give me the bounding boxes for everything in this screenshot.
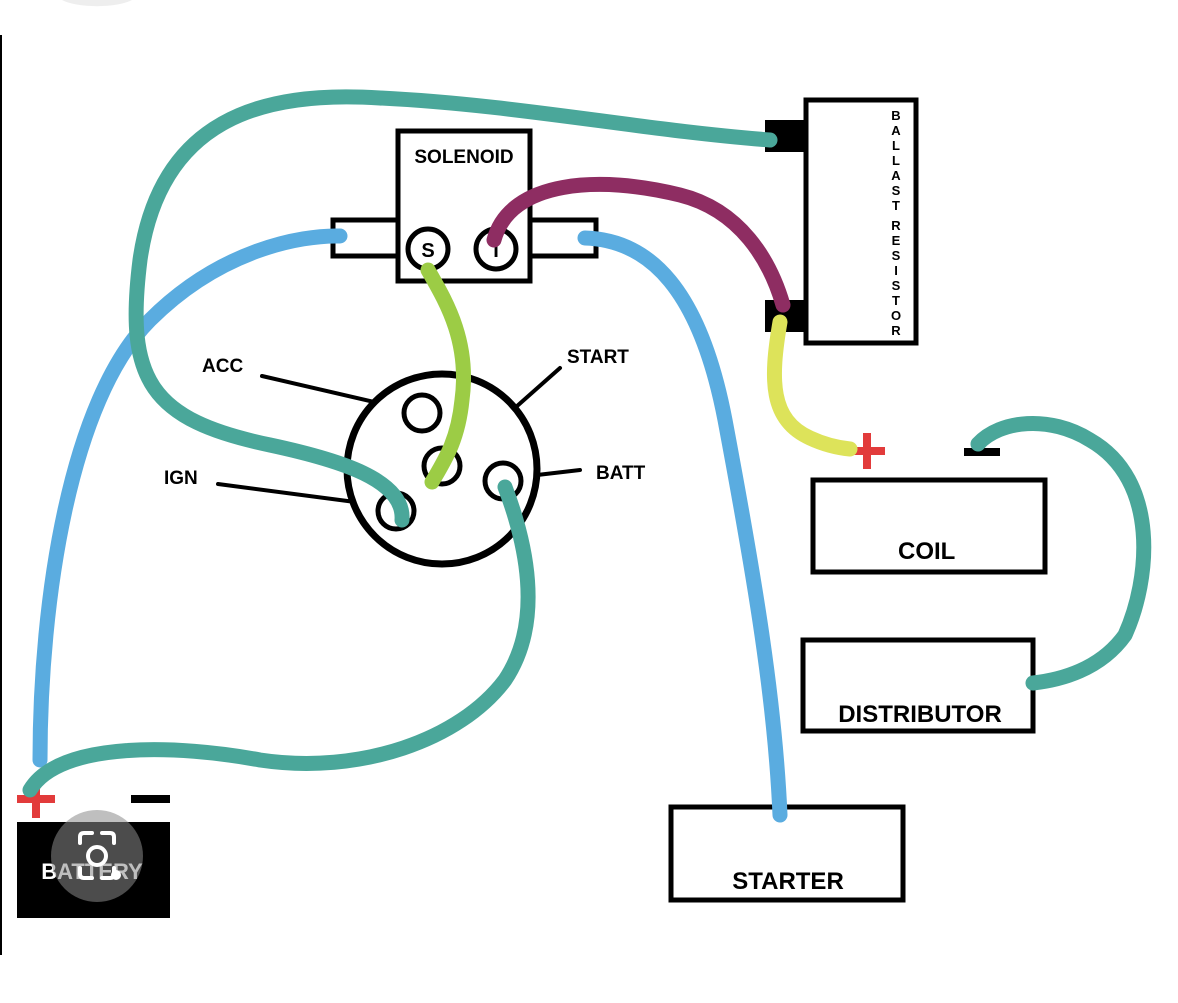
ign-to-ballast-wire — [128, 89, 778, 528]
coil-to-distributor-wire — [970, 416, 1152, 691]
solenoid-to-ballast-wire — [486, 176, 791, 313]
coil-plus-sign — [849, 433, 885, 469]
starter-label: STARTER — [732, 868, 844, 895]
acc-terminal — [401, 392, 443, 434]
start-label: START — [567, 347, 629, 368]
coil-body — [810, 477, 1048, 575]
ballast-to-coil-wire — [766, 314, 858, 457]
distributor-label: DISTRIBUTOR — [838, 701, 1002, 728]
camera-search-icon[interactable] — [51, 810, 143, 902]
batt-label: BATT — [596, 463, 646, 484]
coil-minus-sign — [964, 448, 1000, 456]
solenoid-to-start-wire — [420, 262, 471, 490]
solenoid: SOLENOID S I — [330, 128, 599, 284]
top-artifact — [62, 0, 132, 7]
coil: COIL — [810, 433, 1048, 575]
starter: STARTER — [668, 804, 906, 903]
battery-minus-sign — [131, 795, 170, 803]
ballast-body — [803, 97, 919, 346]
acc-label: ACC — [202, 356, 243, 377]
solenoid-to-starter-wire — [577, 230, 788, 823]
battery-to-solenoid-wire — [32, 228, 348, 768]
solenoid-label: SOLENOID — [414, 147, 513, 168]
solenoid-i-label: I — [493, 240, 499, 262]
battery-plus-sign — [17, 780, 55, 818]
ignition-switch: ACC IGN START BATT — [164, 347, 646, 568]
ign-label: IGN — [164, 468, 198, 489]
battery-to-switch-batt-wire — [22, 479, 536, 798]
coil-label: COIL — [898, 538, 955, 565]
distributor: DISTRIBUTOR — [800, 637, 1036, 734]
solenoid-s-label: S — [421, 240, 434, 262]
distributor-body — [800, 637, 1036, 734]
